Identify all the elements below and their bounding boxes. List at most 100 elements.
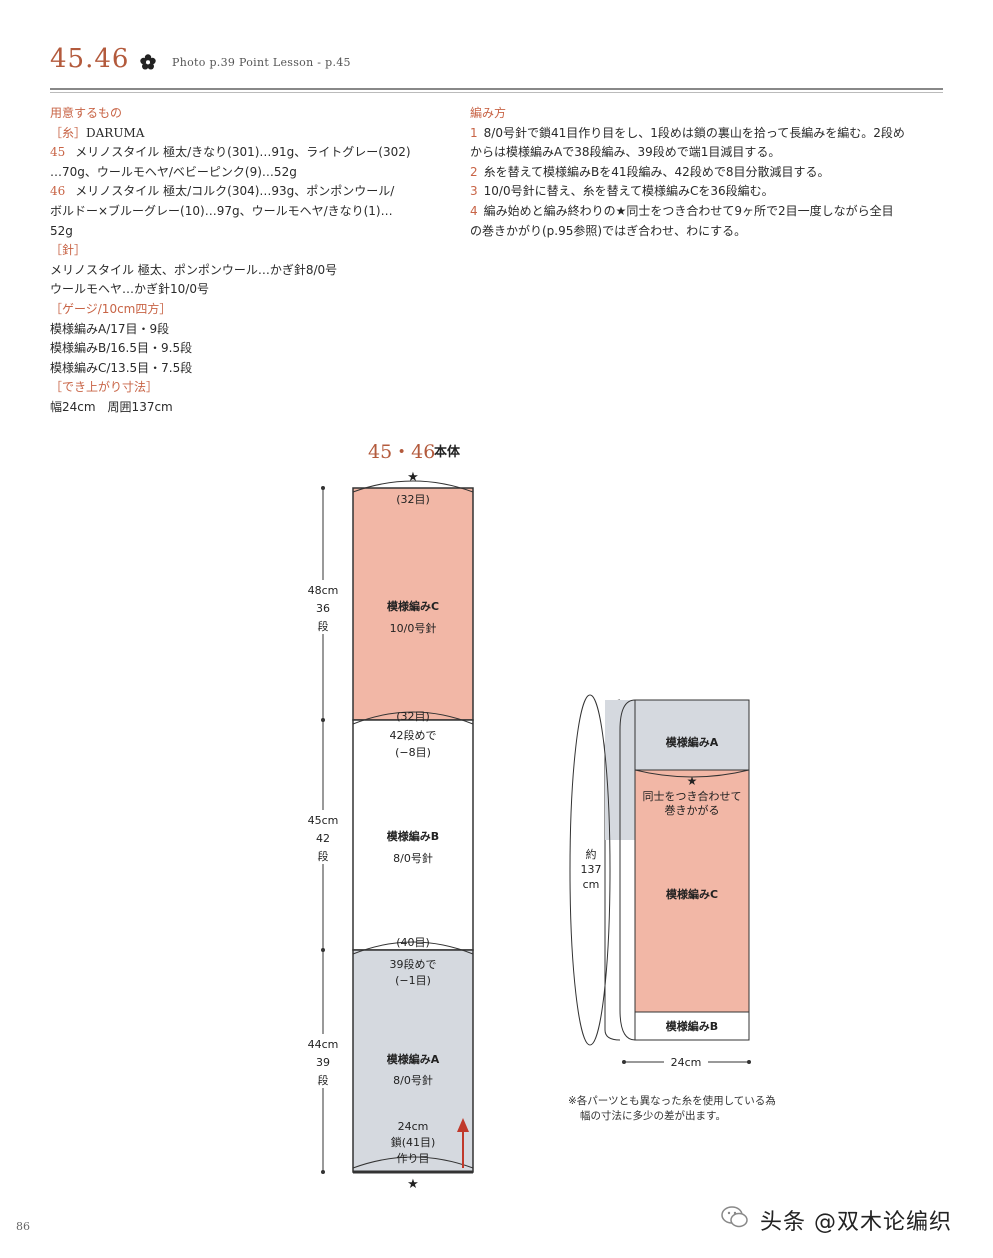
step2-line1: 糸を替えて模様編みBを41段編み、42段めで8目分散減目する。	[483, 164, 830, 179]
c-length-cm: 48cm	[308, 584, 339, 597]
a-decrease-line1: 39段めで	[390, 957, 437, 971]
dimension-tick	[321, 718, 325, 722]
gauge-label: ［ゲージ/10cm四方］	[50, 301, 172, 316]
wechat-icon	[721, 1206, 748, 1228]
step1-line2: からは模様編みAで38段編み、39段めで端1目減目する。	[470, 145, 781, 160]
needle-line2: ウールモヘヤ…かぎ針10/0号	[50, 282, 209, 297]
circumference-line1: 約	[586, 847, 597, 861]
circumference-line3: cm	[583, 878, 600, 891]
yarn-46-line2: ボルドー×ブルーグレー(10)…97g、ウールモヘヤ/きなり(1)…	[50, 203, 393, 218]
ring-star: ★	[687, 774, 698, 788]
photo-reference: Photo p.39 Point Lesson - p.45	[172, 56, 351, 69]
size-label: ［でき上がり寸法］	[50, 380, 159, 395]
yarn-brand: DARUMA	[86, 125, 145, 140]
ring-join-line2: 巻きかがる	[665, 803, 720, 817]
size-note: ※各パーツとも異なった糸を使用している為 幅の寸法に多少の差が出ます。	[568, 1094, 776, 1124]
diagram-title: 45・46	[368, 441, 436, 463]
materials-heading: 用意するもの	[50, 106, 123, 120]
b-length-cm: 45cm	[308, 814, 339, 827]
dimension-tick	[321, 948, 325, 952]
flower-icon	[140, 54, 156, 70]
gauge-line3: 模様編みC/13.5目・7.5段	[50, 360, 193, 375]
ring-section-c-label: 模様編みC	[666, 887, 718, 901]
gauge-line1: 模様編みA/17目・9段	[50, 321, 170, 336]
ring-left-curve	[619, 699, 636, 1041]
section-a-panel	[352, 949, 474, 1173]
b-bottom-stitches-label: (40目)	[396, 936, 430, 949]
needle-label: ［針］	[50, 243, 87, 258]
yarn-46-number: 46	[50, 184, 66, 199]
step2-number: 2	[470, 164, 478, 179]
materials-section: 用意するもの ［糸］DARUMA 45 メリノスタイル 極太/きなり(301)…9…	[50, 104, 450, 418]
c-rows: 36	[316, 602, 330, 615]
circumference-line2: 137	[581, 863, 602, 876]
dimension-tick	[321, 486, 325, 490]
step4-line1: 編み始めと編み終わりの★同士をつき合わせて9ヶ所で2目一度しながら全目	[483, 203, 894, 218]
ring-join-arc	[634, 769, 750, 778]
section-a-name: 模様編みA	[387, 1052, 440, 1066]
step4-line2: の巻きかがり(p.95参照)ではぎ合わせ、わにする。	[470, 223, 747, 238]
watermark: 头条 @双木论编织	[760, 1210, 952, 1235]
b-rows: 42	[316, 832, 330, 845]
a-rows-unit: 段	[318, 1073, 329, 1087]
step4-number: 4	[470, 203, 478, 218]
c-bottom-arc	[352, 711, 474, 725]
ring-join-line1: 同士をつき合わせて	[643, 789, 742, 803]
star-bottom: ★	[407, 1177, 419, 1192]
method-section: 編み方 1 8/0号針で鎖41目作り目をし、1段めは鎖の裏山を拾って長編みを編む。…	[470, 104, 950, 241]
c-rows-unit: 段	[318, 619, 329, 633]
ring-width-label: 24cm	[671, 1056, 702, 1069]
section-b-needle: 8/0号針	[393, 851, 433, 865]
chain-label: 鎖(41目)	[391, 1135, 436, 1149]
b-decrease-line1: 42段めで	[390, 728, 437, 742]
section-c-panel	[352, 487, 474, 721]
gauge-line2: 模様編みB/16.5目・9.5段	[50, 341, 193, 356]
pattern-number: 45.46	[50, 44, 130, 74]
width-label: 24cm	[398, 1120, 429, 1133]
section-c-name: 模様編みC	[387, 599, 439, 613]
top-stitches-label: (32目)	[396, 493, 430, 506]
section-a-needle: 8/0号針	[393, 1073, 433, 1087]
diagram-title-sub: 本体	[434, 445, 461, 460]
ring-section-b	[634, 1011, 750, 1041]
step3-line1: 10/0号針に替え、糸を替えて模様編みCを36段編む。	[483, 184, 774, 199]
a-rows: 39	[316, 1056, 330, 1069]
b-rows-unit: 段	[318, 849, 329, 863]
star-top: ★	[407, 470, 419, 485]
header-rule-thin	[50, 92, 943, 93]
a-bottom-arc	[352, 1156, 474, 1169]
note-line1: ※各パーツとも異なった糸を使用している為	[568, 1095, 776, 1107]
yarn-46-line1: メリノスタイル 極太/コルク(304)…93g、ポンポンウール/	[75, 184, 395, 199]
step1-line1: 8/0号針で鎖41目作り目をし、1段めは鎖の裏山を拾って長編みを編む。2段め	[483, 125, 905, 140]
b-bottom-arc	[352, 941, 474, 955]
yarn-45-line1: メリノスタイル 極太/きなり(301)…91g、ライトグレー(302)	[75, 145, 411, 160]
method-heading: 編み方	[470, 106, 507, 120]
size-line: 幅24cm 周囲137cm	[50, 399, 173, 414]
section-c-needle: 10/0号針	[390, 621, 437, 635]
page-number: 86	[16, 1220, 30, 1233]
yarn-45-line2: …70g、ウールモヘヤ/ベビーピンク(9)…52g	[50, 164, 297, 179]
c-bottom-stitches-label: (32目)	[396, 710, 430, 723]
a-decrease-line2: (−1目)	[395, 974, 431, 987]
ring-section-b-label: 模様編みB	[666, 1019, 718, 1033]
section-b-panel	[352, 719, 474, 951]
section-b-name: 模様編みB	[387, 829, 439, 843]
step1-number: 1	[470, 125, 478, 140]
circumference-ellipse	[569, 694, 611, 1046]
step3-number: 3	[470, 184, 478, 199]
needle-line1: メリノスタイル 極太、ポンポンウール…かぎ針8/0号	[50, 262, 338, 277]
dimension-tick	[321, 1170, 325, 1174]
yarn-45-number: 45	[50, 145, 66, 160]
header-rule	[50, 88, 943, 90]
yarn-46-line3: 52g	[50, 223, 73, 238]
ring-section-a-label: 模様編みA	[666, 735, 719, 749]
ring-section-a	[634, 699, 750, 771]
cast-on-label: 作り目	[397, 1152, 430, 1165]
top-arc	[352, 480, 474, 493]
note-line2: 幅の寸法に多少の差が出ます。	[580, 1110, 726, 1122]
yarn-label: ［糸］	[50, 125, 87, 140]
b-decrease-line2: (−8目)	[395, 746, 431, 759]
a-length-cm: 44cm	[308, 1038, 339, 1051]
direction-arrow-icon	[457, 1118, 469, 1132]
